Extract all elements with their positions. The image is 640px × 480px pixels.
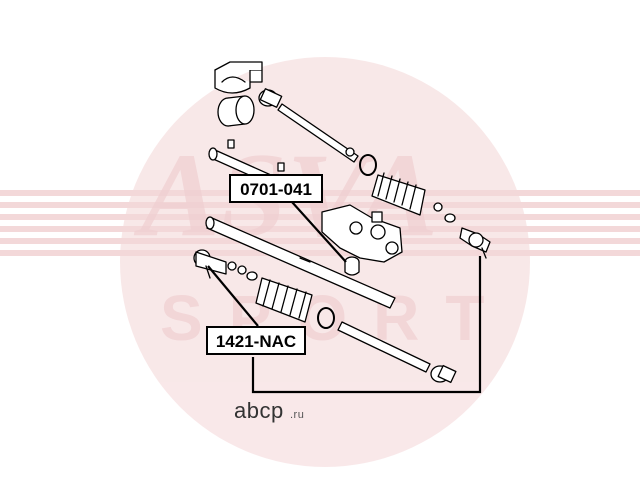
upper-boot [371, 172, 426, 216]
lower-nut [237, 265, 247, 275]
leader-0701-041 [291, 201, 347, 263]
site-mark-name: abcp [234, 398, 284, 423]
bushing-0701-041 [344, 256, 360, 276]
lower-outer-tie-rod-end [193, 249, 237, 279]
pinion-housing [321, 204, 403, 263]
rack-bushing [217, 95, 255, 127]
label-part-b: 1421-NAC [206, 326, 306, 355]
upper-outer-tie-rod-end [459, 227, 491, 259]
label-part-a-text: 0701-041 [240, 180, 312, 199]
lower-ring [317, 307, 335, 329]
upper-inner-tie-rod [258, 88, 359, 163]
leader-1421-nac-upper [207, 265, 259, 327]
leader-lines [207, 201, 482, 394]
rack-mount-bracket [214, 61, 263, 94]
label-part-a-box [229, 174, 323, 203]
site-mark-tld: .ru [290, 409, 304, 421]
upper-ring [359, 154, 377, 176]
upper-washer [444, 213, 456, 223]
lower-boot [255, 277, 313, 323]
label-part-b-text: 1421-NAC [216, 332, 296, 351]
upper-nut [433, 202, 443, 212]
label-part-b-box [206, 326, 306, 355]
watermark-disc [120, 57, 530, 467]
site-mark: abcp .ru [234, 398, 304, 423]
lower-inner-tie-rod [337, 321, 457, 384]
watermark: ASVA SPORT [0, 57, 640, 467]
rack-shaft [205, 216, 396, 309]
label-part-a: 0701-041 [229, 174, 323, 203]
lower-washer [246, 271, 258, 281]
leader-1421-nac-lower [251, 256, 482, 394]
